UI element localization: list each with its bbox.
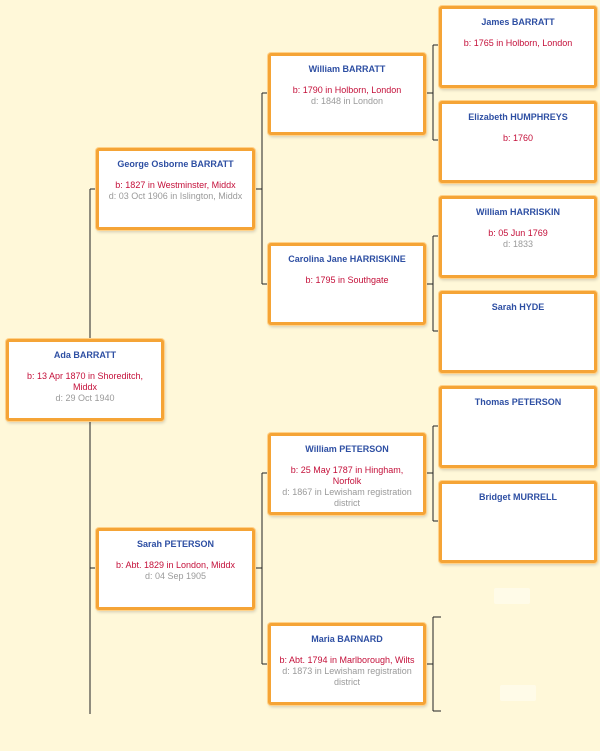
person-name: William BARRATT xyxy=(308,64,386,74)
person-death: d: 1848 in London xyxy=(310,96,384,106)
person-card-ada-barratt[interactable]: Ada BARRATT b: 13 Apr 1870 in Shoreditch… xyxy=(6,339,164,421)
connector-sarah-parents xyxy=(255,472,268,665)
person-name: Bridget MURRELL xyxy=(479,492,557,502)
person-death: d: 1867 in Lewisham registration distric… xyxy=(282,487,412,508)
person-card-james-barratt[interactable]: James BARRATT b: 1765 in Holborn, London xyxy=(439,6,597,88)
person-name: William PETERSON xyxy=(305,444,389,454)
person-birth: b: 1795 in Southgate xyxy=(305,275,389,285)
empty-slot-placeholder xyxy=(500,685,536,701)
connector-maria-parents xyxy=(426,616,441,712)
person-death: d: 1873 in Lewisham registration distric… xyxy=(282,666,412,687)
person-birth: b: 05 Jun 1769 xyxy=(488,228,548,238)
person-birth: b: 1790 in Holborn, London xyxy=(292,85,402,95)
person-name: Sarah HYDE xyxy=(491,302,545,312)
person-name: Ada BARRATT xyxy=(53,350,117,360)
person-birth: b: Abt. 1794 in Marlborough, Wilts xyxy=(279,655,415,665)
person-card-maria-barnard[interactable]: Maria BARNARD b: Abt. 1794 in Marlboroug… xyxy=(268,623,426,705)
person-card-william-peterson[interactable]: William PETERSON b: 25 May 1787 in Hingh… xyxy=(268,433,426,515)
connector-william-b-parents xyxy=(426,44,439,141)
connector-ada-parents xyxy=(89,188,96,714)
person-card-william-barratt[interactable]: William BARRATT b: 1790 in Holborn, Lond… xyxy=(268,53,426,135)
person-birth: b: 25 May 1787 in Hingham, Norfolk xyxy=(290,465,404,486)
person-card-george-osborne-barratt[interactable]: George Osborne BARRATT b: 1827 in Westmi… xyxy=(96,148,255,230)
person-card-william-harriskin[interactable]: William HARRISKIN b: 05 Jun 1769 d: 1833 xyxy=(439,196,597,278)
person-name: George Osborne BARRATT xyxy=(117,159,234,169)
person-card-bridget-murrell[interactable]: Bridget MURRELL xyxy=(439,481,597,563)
person-birth: b: 1827 in Westminster, Middx xyxy=(115,180,236,190)
person-birth: b: 1760 xyxy=(502,133,534,143)
person-birth: b: Abt. 1829 in London, Middx xyxy=(115,560,236,570)
person-birth: b: 1765 in Holborn, London xyxy=(463,38,573,48)
person-birth: b: 13 Apr 1870 in Shoreditch, Middx xyxy=(26,371,144,392)
person-card-thomas-peterson[interactable]: Thomas PETERSON xyxy=(439,386,597,468)
empty-slot-placeholder xyxy=(494,588,530,604)
person-name: William HARRISKIN xyxy=(476,207,560,217)
connector-carolina-parents xyxy=(426,235,439,332)
connector-george-parents xyxy=(255,92,268,285)
person-card-carolina-jane-harriskine[interactable]: Carolina Jane HARRISKINE b: 1795 in Sout… xyxy=(268,243,426,325)
person-name: Sarah PETERSON xyxy=(136,539,215,549)
person-name: Elizabeth HUMPHREYS xyxy=(468,112,568,122)
person-death: d: 29 Oct 1940 xyxy=(55,393,115,403)
person-name: Carolina Jane HARRISKINE xyxy=(288,254,406,264)
person-card-sarah-peterson[interactable]: Sarah PETERSON b: Abt. 1829 in London, M… xyxy=(96,528,255,610)
person-name: Maria BARNARD xyxy=(311,634,383,644)
person-death: d: 03 Oct 1906 in Islington, Middx xyxy=(108,191,243,201)
person-name: Thomas PETERSON xyxy=(474,397,562,407)
person-card-sarah-hyde[interactable]: Sarah HYDE xyxy=(439,291,597,373)
person-card-elizabeth-humphreys[interactable]: Elizabeth HUMPHREYS b: 1760 xyxy=(439,101,597,183)
person-death: d: 04 Sep 1905 xyxy=(144,571,207,581)
connector-william-p-parents xyxy=(426,425,439,522)
person-death: d: 1833 xyxy=(502,239,534,249)
person-name: James BARRATT xyxy=(481,17,555,27)
